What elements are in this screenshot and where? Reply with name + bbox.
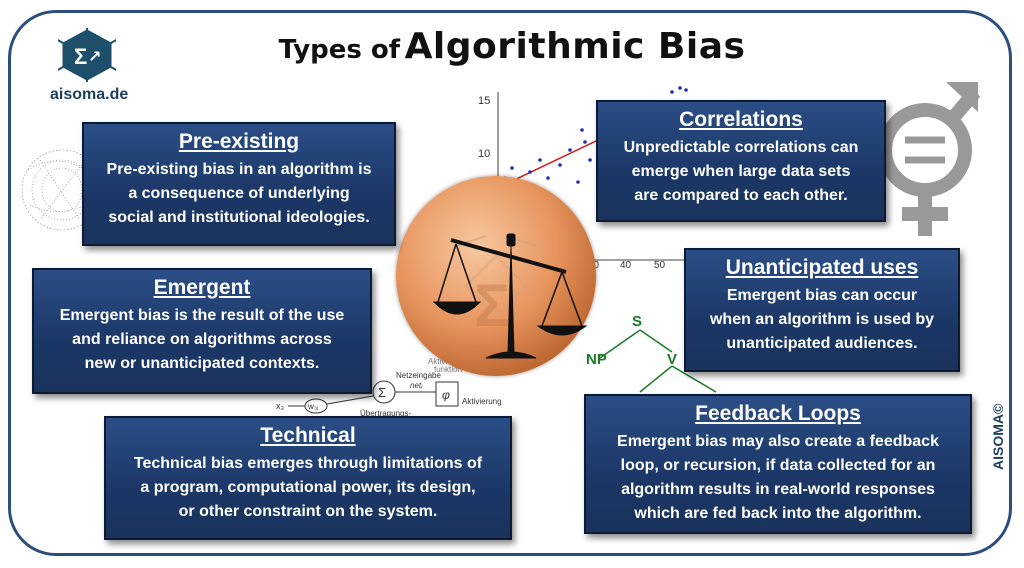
balance-scale-icon: Σ xyxy=(432,233,588,359)
card-line: Pre-existing bias in an algorithm is xyxy=(106,161,372,178)
tree-label-v: V xyxy=(667,351,677,368)
card-feedback-loops: Feedback Loops Emergent bias may also cr… xyxy=(584,394,972,534)
nn-sum-symbol: Σ xyxy=(378,385,386,400)
nn-funktion: funktion xyxy=(434,365,462,374)
nn-x-label: x₃ xyxy=(276,401,285,411)
card-line: social and institutional ideologies. xyxy=(108,209,370,226)
card-line: Technical bias emerges through limitatio… xyxy=(133,455,483,472)
central-orb-graphic xyxy=(396,176,596,376)
axis-tick-10: 10 xyxy=(478,148,490,160)
card-title: Technical xyxy=(260,424,356,447)
axis-tick-40: 40 xyxy=(620,260,632,271)
tree-label-np: NP xyxy=(586,351,607,368)
card-line: and reliance on algorithms across xyxy=(72,331,332,348)
card-line: or other constraint on the system. xyxy=(178,503,438,520)
nn-netzeingabe: Netzeingabe xyxy=(396,371,441,380)
card-line: new or unanticipated contexts. xyxy=(84,355,320,372)
svg-text:↗: ↗ xyxy=(88,49,101,66)
axis-tick-15: 15 xyxy=(478,95,490,107)
card-title: Emergent xyxy=(153,276,251,299)
nn-net: netⱼ xyxy=(410,381,423,390)
gender-equality-icon xyxy=(878,82,981,236)
card-technical: Technical Technical bias emerges through… xyxy=(104,416,512,540)
card-line: emerge when large data sets xyxy=(631,163,851,180)
tree-label-s: S xyxy=(632,313,642,330)
nn-phi: φ xyxy=(442,388,450,402)
card-line: Emergent bias may also create a feedback xyxy=(617,433,939,450)
card-line: unanticipated audiences. xyxy=(726,335,918,352)
card-title: Unanticipated uses xyxy=(725,256,919,279)
nn-w-label: w₃ⱼ xyxy=(307,402,318,411)
card-line: are compared to each other. xyxy=(634,187,848,204)
card-line: Emergent bias can occur xyxy=(726,287,918,304)
card-line: Emergent bias is the result of the use xyxy=(59,307,345,324)
syntax-tree-decor: S NP V xyxy=(586,313,717,393)
svg-text:Σ: Σ xyxy=(74,44,87,69)
card-pre-existing: Pre-existing Pre-existing bias in an alg… xyxy=(82,122,396,246)
card-unanticipated-uses: Unanticipated uses Emergent bias can occ… xyxy=(684,248,960,372)
nn-aktivierung: Aktivierung xyxy=(462,397,502,406)
card-line: algorithm results in real-world response… xyxy=(621,481,935,498)
card-line: when an algorithm is used by xyxy=(709,311,935,328)
brand-domain: aisoma.de xyxy=(50,86,129,103)
copyright-label: AISOMA© xyxy=(990,403,1006,470)
card-title: Correlations xyxy=(679,108,803,131)
svg-text:Σ: Σ xyxy=(474,272,510,339)
card-line: Unpredictable correlations can xyxy=(623,139,859,156)
page-title: Types of Algorithmic Bias xyxy=(0,26,1024,67)
nn-uebertragungs: Übertragungs- xyxy=(360,409,411,418)
card-line: a program, computational power, its desi… xyxy=(140,479,476,496)
axis-tick-50: 50 xyxy=(654,260,666,271)
card-title: Feedback Loops xyxy=(695,402,861,425)
card-line: a consequence of underlying xyxy=(128,185,350,202)
card-correlations: Correlations Unpredictable correlations … xyxy=(596,100,886,222)
card-emergent: Emergent Emergent bias is the result of … xyxy=(32,268,372,394)
card-title: Pre-existing xyxy=(178,130,300,153)
card-line: which are fed back into the algorithm. xyxy=(634,505,922,522)
aisoma-logo-icon: Σ ↗ xyxy=(58,28,116,82)
card-line: loop, or recursion, if data collected fo… xyxy=(620,457,936,474)
title-main: Algorithmic Bias xyxy=(404,26,746,67)
title-prefix: Types of xyxy=(278,35,401,65)
